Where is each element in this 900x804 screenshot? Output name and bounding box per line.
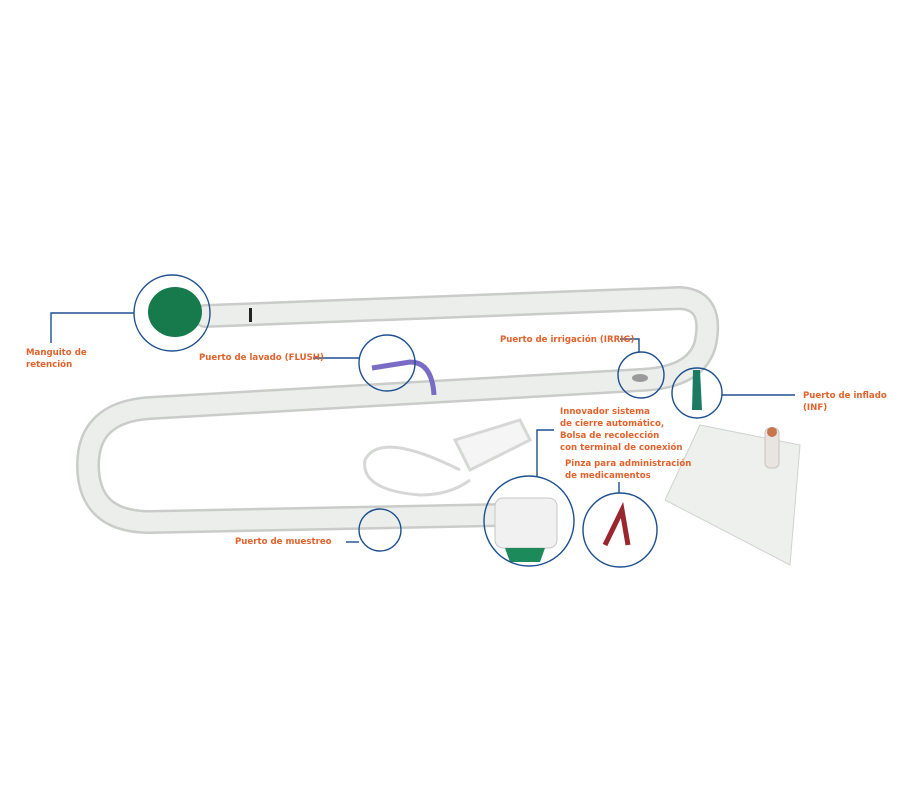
- callout-circle-sampling: [358, 508, 402, 552]
- callout-circle-flush: [358, 334, 416, 392]
- catheter-tube: [75, 285, 720, 535]
- label-sampling-port: Puerto de muestreo: [235, 537, 332, 547]
- callout-circle-clip: [582, 492, 658, 568]
- marker-band: [249, 308, 252, 322]
- label-inflation-port: Puerto de inflado (INF): [803, 391, 887, 413]
- inflation-valve: [692, 370, 702, 410]
- label-flush-port: Puerto de lavado (FLUSH): [199, 353, 324, 363]
- retention-cuff-balloon: [148, 287, 202, 337]
- label-irrigation-port: Puerto de irrigación (IRRIG): [500, 335, 635, 345]
- medication-clip: [602, 501, 631, 547]
- label-closure-system: Innovador sistema de cierre automático, …: [560, 407, 683, 453]
- callout-circle-inf: [671, 367, 723, 419]
- flush-port-tube: [371, 359, 437, 396]
- label-medication-clip: Pinza para administración de medicamento…: [565, 459, 692, 481]
- connector-housing: [494, 497, 558, 562]
- collection-bag: [664, 424, 801, 566]
- callout-lines: [50, 274, 795, 568]
- callout-circle-closure: [483, 475, 575, 567]
- tube-holder: [363, 418, 533, 497]
- label-retention-cuff: Manguito de retención: [26, 348, 87, 370]
- callout-circle-irrig: [617, 351, 665, 399]
- irrigation-port-tip: [632, 374, 648, 382]
